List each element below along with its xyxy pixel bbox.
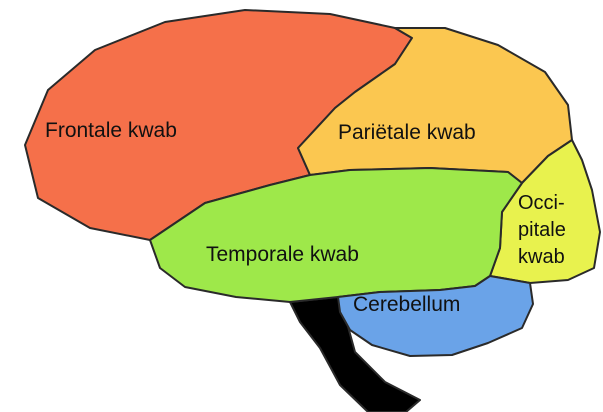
temporal-lobe-label: Temporale kwab <box>206 243 359 266</box>
occipital-lobe-label-line-1: Occi- <box>518 192 565 214</box>
occipital-lobe-label-line-2: pitale <box>518 219 566 241</box>
parietal-lobe-label: Pariëtale kwab <box>338 121 476 144</box>
frontal-lobe-label: Frontale kwab <box>45 119 177 142</box>
occipital-lobe-label-line-3: kwab <box>518 246 565 268</box>
cerebellum-label: Cerebellum <box>353 293 460 316</box>
